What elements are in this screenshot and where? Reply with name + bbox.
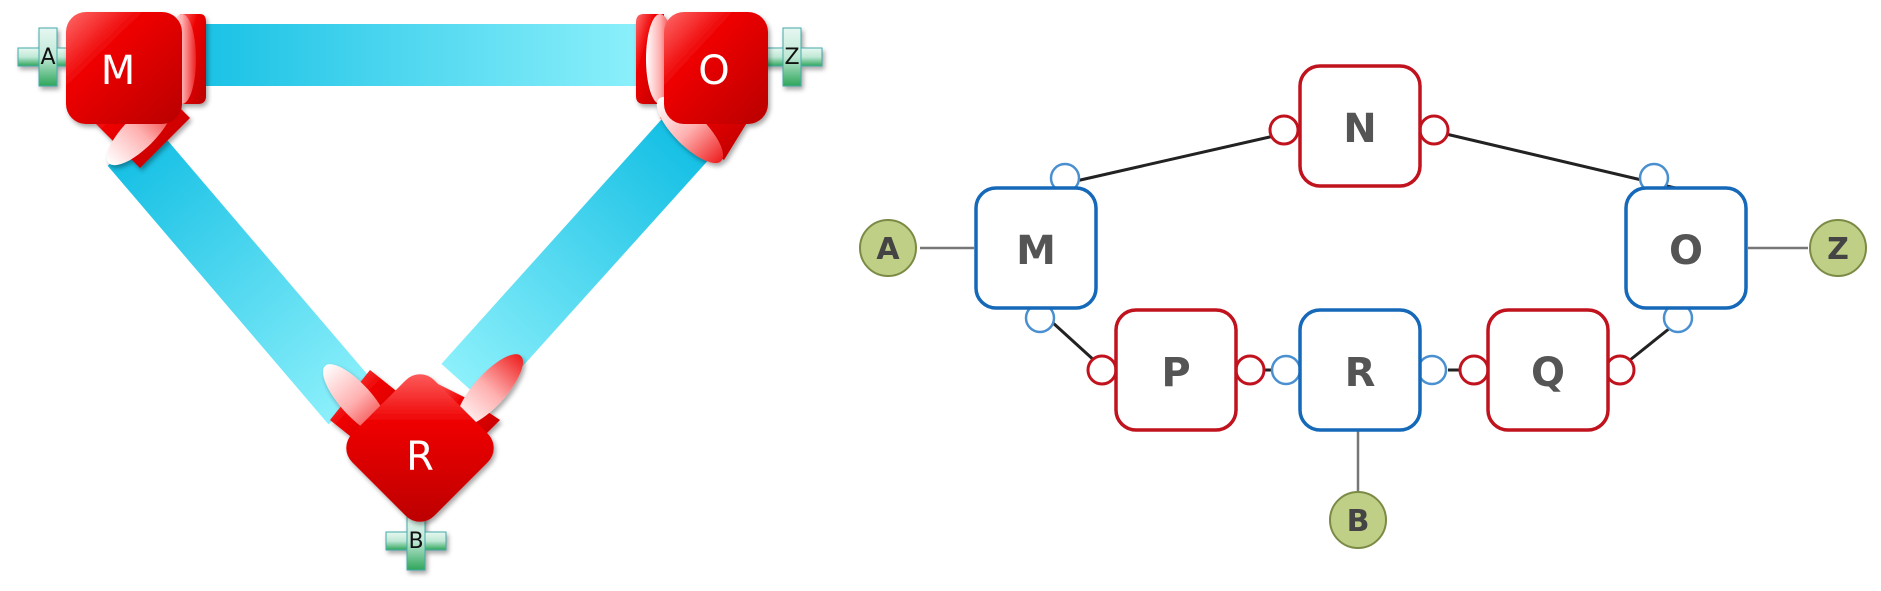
- node-m-label: M: [101, 48, 136, 94]
- node-r-elbow-icon: [323, 354, 523, 522]
- terminal-b-plus-icon: B: [385, 511, 447, 571]
- node-o: O: [1624, 162, 1748, 334]
- link-m-n: [1053, 134, 1275, 188]
- pipe-m-o: [180, 24, 640, 86]
- node-p-label: P: [1161, 350, 1190, 396]
- left-pipe-diagram: A Z B M: [17, 12, 823, 571]
- terminal-b-label: B: [408, 529, 423, 554]
- pipe-o-r: [441, 118, 709, 406]
- node-r-box-label: R: [1345, 350, 1376, 396]
- endpoint-a-label: A: [876, 232, 900, 267]
- node-p: P: [1086, 308, 1266, 432]
- link-m-p: [1050, 320, 1098, 364]
- endpoint-z: Z: [1809, 219, 1867, 277]
- node-r: R: [1270, 308, 1448, 432]
- node-m-elbow-icon: [66, 12, 206, 168]
- node-m: M: [974, 162, 1098, 334]
- endpoint-a: A: [859, 219, 917, 277]
- pipe-m-r: [107, 125, 376, 425]
- node-q-label: Q: [1531, 350, 1565, 396]
- terminal-z-label: Z: [784, 45, 799, 70]
- endpoint-b-label: B: [1347, 504, 1370, 539]
- terminal-a-label: A: [40, 45, 55, 70]
- node-n-label: N: [1343, 106, 1376, 152]
- link-q-o: [1629, 326, 1671, 362]
- terminal-z-plus-icon: Z: [761, 27, 823, 87]
- node-n: N: [1268, 64, 1450, 188]
- terminal-a-plus-icon: A: [17, 27, 79, 87]
- node-m-box-label: M: [1016, 228, 1056, 274]
- right-network-diagram: N M O P R: [859, 64, 1867, 549]
- endpoint-lines: [920, 246, 1808, 494]
- node-q: Q: [1458, 308, 1636, 432]
- node-o-label: O: [698, 48, 729, 94]
- endpoint-b: B: [1329, 491, 1387, 549]
- node-o-box-label: O: [1669, 228, 1703, 274]
- node-r-label: R: [406, 434, 434, 480]
- node-o-elbow-icon: [636, 12, 768, 164]
- endpoint-z-label: Z: [1827, 232, 1849, 267]
